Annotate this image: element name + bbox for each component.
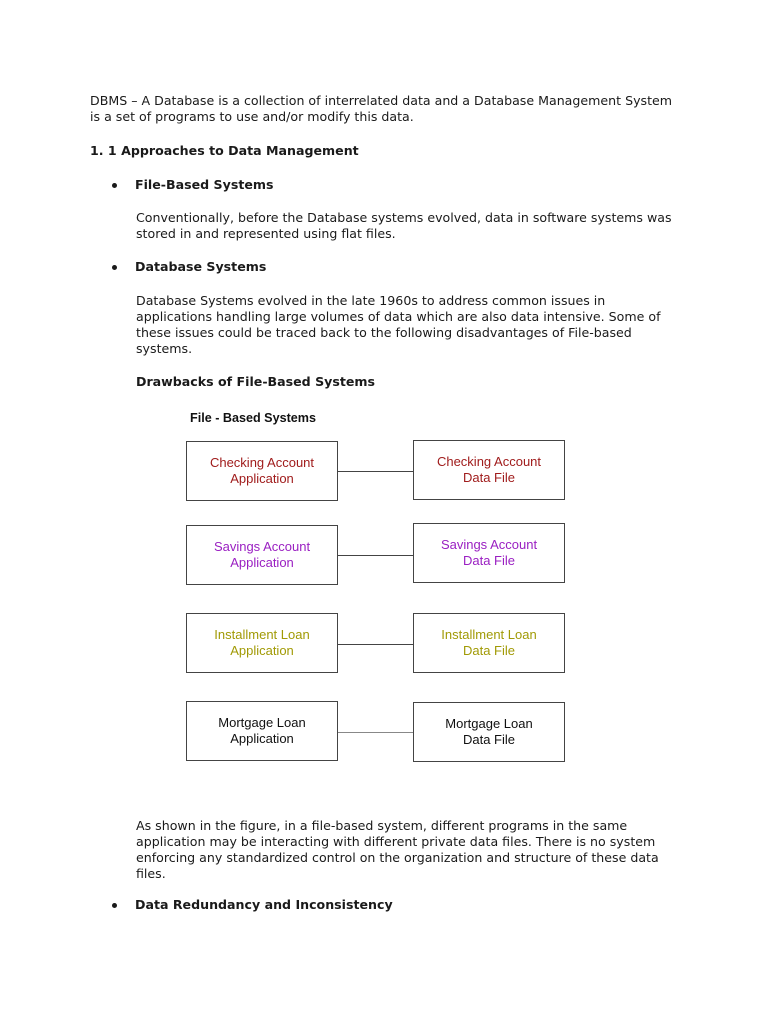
- paragraph-line: applications handling large volumes of d…: [136, 309, 661, 324]
- installment-loan-application-box: Installment Loan Application: [186, 613, 338, 673]
- checking-account-data-file-box: Checking Account Data File: [413, 440, 565, 500]
- file-based-paragraph: Conventionally, before the Database syst…: [136, 210, 676, 242]
- connector-line: [338, 555, 414, 556]
- box-label: Installment Loan: [441, 627, 537, 642]
- box-label: Installment Loan: [214, 627, 310, 642]
- connector-line: [338, 471, 414, 472]
- intro-paragraph: DBMS – A Database is a collection of int…: [90, 93, 690, 125]
- intro-line: is a set of programs to use and/or modif…: [90, 109, 414, 124]
- box-label: Checking Account: [209, 455, 315, 470]
- box-label: Checking Account: [436, 454, 542, 469]
- paragraph-line: these issues could be traced back to the…: [136, 325, 632, 340]
- section-heading: 1. 1 Approaches to Data Management: [90, 143, 359, 158]
- paragraph-line: Database Systems evolved in the late 196…: [136, 293, 606, 308]
- paragraph-line: enforcing any standardized control on th…: [136, 850, 659, 865]
- paragraph-line: Conventionally, before the Database syst…: [136, 210, 672, 225]
- diagram-title: File - Based Systems: [190, 411, 316, 425]
- connector-line: [338, 732, 414, 733]
- bullet-icon: [112, 182, 117, 188]
- box-label: Savings Account: [440, 537, 538, 552]
- box-label: Data File: [462, 553, 516, 568]
- bullet-icon: [112, 264, 117, 270]
- figure-explanation-paragraph: As shown in the figure, in a file-based …: [136, 818, 676, 882]
- mortgage-loan-application-box: Mortgage Loan Application: [186, 701, 338, 761]
- bullet-file-based-systems: File-Based Systems: [112, 177, 274, 193]
- box-label: Data File: [462, 470, 515, 485]
- paragraph-line: stored in and represented using flat fil…: [136, 226, 396, 241]
- file-based-systems-diagram: File - Based Systems Checking Account Ap…: [180, 405, 580, 775]
- box-label: Application: [230, 731, 294, 746]
- database-systems-paragraph: Database Systems evolved in the late 196…: [136, 293, 676, 357]
- intro-line: DBMS – A Database is a collection of int…: [90, 93, 673, 108]
- bullet-database-systems: Database Systems: [112, 259, 266, 275]
- paragraph-line: files.: [136, 866, 166, 881]
- bullet-title: Database Systems: [135, 259, 267, 274]
- box-label: Mortgage Loan: [218, 715, 306, 730]
- box-label: Application: [230, 555, 294, 570]
- savings-account-data-file-box: Savings Account Data File: [413, 523, 565, 583]
- box-label: Application: [230, 643, 294, 658]
- bullet-icon: [112, 902, 117, 908]
- box-label: Mortgage Loan: [445, 716, 533, 731]
- mortgage-loan-data-file-box: Mortgage Loan Data File: [413, 702, 565, 762]
- bullet-title: File-Based Systems: [135, 177, 274, 192]
- box-label: Data File: [462, 732, 515, 747]
- paragraph-line: As shown in the figure, in a file-based …: [136, 818, 628, 833]
- checking-account-application-box: Checking Account Application: [186, 441, 338, 501]
- paragraph-line: systems.: [136, 341, 193, 356]
- drawbacks-heading: Drawbacks of File-Based Systems: [136, 374, 376, 389]
- installment-loan-data-file-box: Installment Loan Data File: [413, 613, 565, 673]
- box-label: Application: [230, 471, 294, 486]
- savings-account-application-box: Savings Account Application: [186, 525, 338, 585]
- paragraph-line: application may be interacting with diff…: [136, 834, 656, 849]
- bullet-title: Data Redundancy and Inconsistency: [135, 897, 393, 912]
- connector-line: [338, 644, 414, 645]
- box-label: Savings Account: [213, 539, 311, 554]
- box-label: Data File: [462, 643, 516, 658]
- bullet-data-redundancy: Data Redundancy and Inconsistency: [112, 897, 393, 913]
